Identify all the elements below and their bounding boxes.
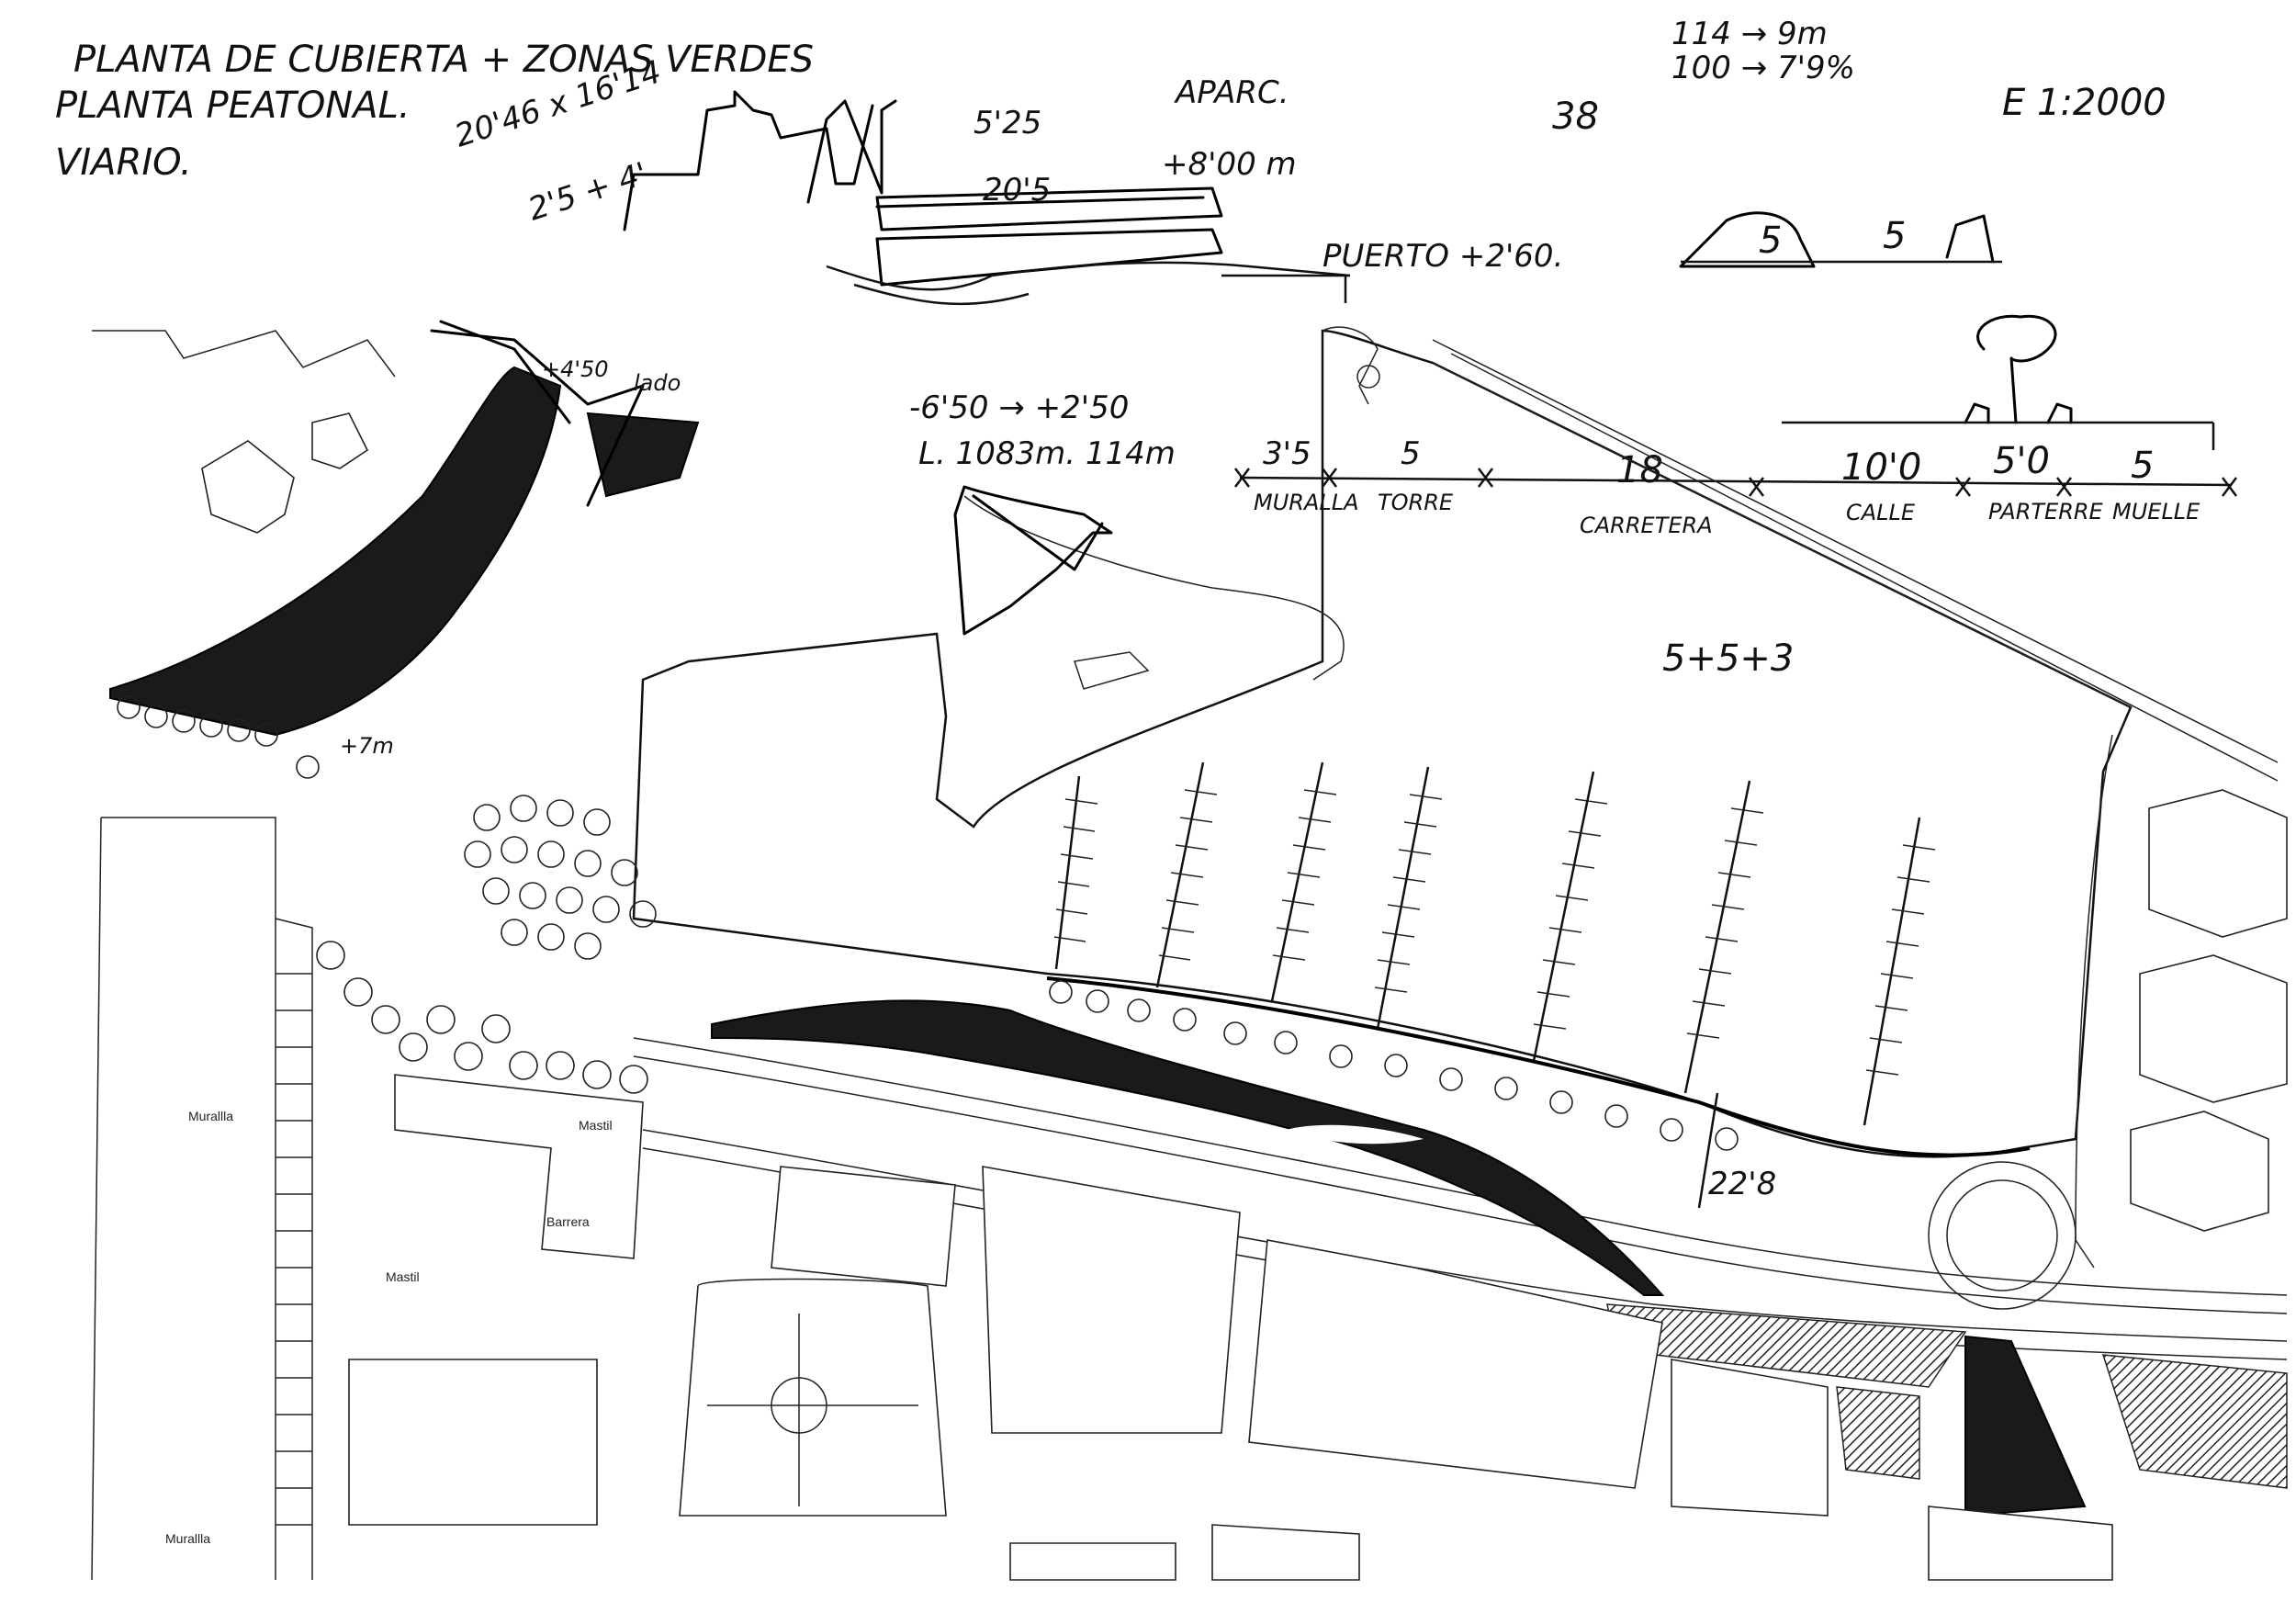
road-label-muralla-1: Murallla xyxy=(188,1109,233,1123)
pin-note-2: L. 1083m. 114m xyxy=(918,435,1176,472)
segment-dim-1: 5 xyxy=(1401,435,1421,472)
pontoons xyxy=(1053,761,1936,1126)
aparc-note: APARC. xyxy=(1174,74,1289,111)
dim-5-right: 5 xyxy=(1883,215,1906,257)
top-right-notes: 114 → 9m 100 → 7'9% 38 E 1:2000 5 5 xyxy=(1552,16,2167,268)
number-38: 38 xyxy=(1552,96,1599,138)
segment-dim-0: 3'5 xyxy=(1263,435,1311,472)
segment-label-0: MURALLA xyxy=(1254,490,1359,515)
segment-dim-3: 10'0 xyxy=(1841,446,1921,489)
lado-note: lado xyxy=(634,370,681,396)
wall-steps xyxy=(276,973,312,1526)
road-label-mastil-1: Mastil xyxy=(579,1118,613,1133)
bollard-row xyxy=(1049,980,1739,1151)
section-level-800: +8'00 m xyxy=(1162,146,1297,183)
level-note-245: 2'5 + 4' xyxy=(523,155,652,228)
dim-228: 22'8 xyxy=(1708,1166,1776,1202)
section-dim-205: 20'5 xyxy=(983,172,1051,209)
cross-section: 3'5 MURALLA 5 TORRE 18 CARRETERA 10'0 CA… xyxy=(1234,314,2237,538)
left-level: +4'50 xyxy=(542,356,609,382)
dim-5-left: 5 xyxy=(1759,220,1782,262)
segment-label-1: TORRE xyxy=(1378,490,1454,515)
segment-label-3: CALLE xyxy=(1846,500,1916,525)
segment-label-2: CARRETERA xyxy=(1580,513,1713,538)
section-dim-525: 5'25 xyxy=(974,105,1041,141)
dark-promenade xyxy=(711,999,1665,1296)
road-label-muralla-2: Murallla xyxy=(165,1531,210,1546)
segment-label-5: MUELLE xyxy=(2112,499,2200,524)
segment-dim-4: 5'0 xyxy=(1993,440,2050,482)
segment-dim-2: 18 xyxy=(1616,449,1663,491)
segment-dim-5: 5 xyxy=(2131,445,2154,487)
site-plan: -6'50 → +2'50 L. 1083m. 114m 5+5+3 22'8 … xyxy=(91,320,2288,1581)
tree-cluster xyxy=(316,795,657,1094)
title-line-1: PLANTA DE CUBIERTA + ZONAS VERDES xyxy=(73,39,814,81)
segment-label-4: PARTERRE xyxy=(1988,499,2104,524)
pin-note-1: -6'50 → +2'50 xyxy=(909,389,1129,426)
title-line-3: VIARIO. xyxy=(55,141,192,184)
road-label-mastil-2: Mastil xyxy=(386,1269,420,1284)
tick-marks xyxy=(1234,468,2237,497)
section-sketch: 5'25 20'5 +8'00 m APARC. PUERTO +2'60. xyxy=(623,74,1563,306)
tree-row-left xyxy=(117,695,320,779)
road-label-barrera: Barrera xyxy=(546,1214,590,1229)
title-notes: PLANTA DE CUBIERTA + ZONAS VERDES PLANTA… xyxy=(55,39,814,229)
puerto-level: PUERTO +2'60. xyxy=(1322,238,1563,275)
title-line-2: PLANTA PEATONAL. xyxy=(55,85,411,127)
ratio-line-1: 114 → 9m xyxy=(1671,16,1828,52)
ratio-line-2: 100 → 7'9% xyxy=(1671,50,1855,86)
left-note: +7m xyxy=(340,733,394,759)
lane-mix: 5+5+3 xyxy=(1662,637,1794,680)
scale-label: E 1:2000 xyxy=(2002,82,2167,124)
